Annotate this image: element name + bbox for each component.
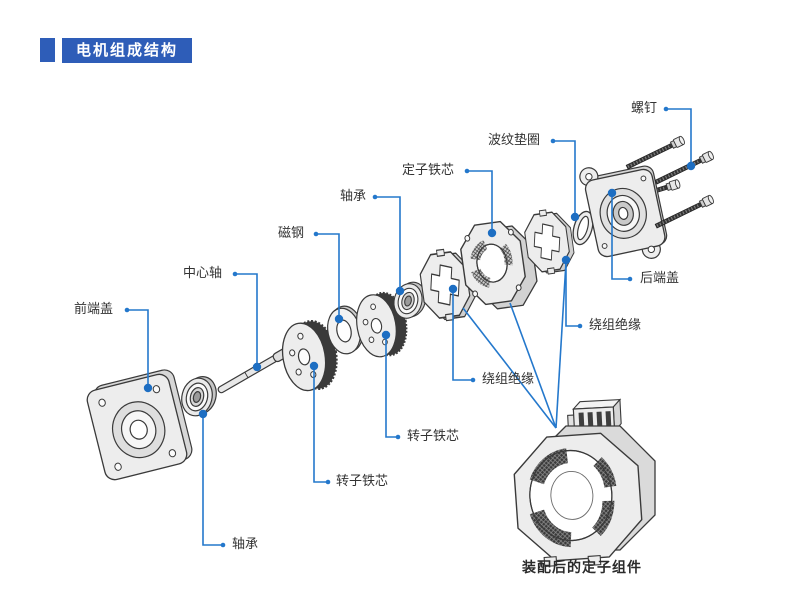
- screw-drawing-4: [652, 193, 717, 232]
- label-bearing-top: 轴承: [340, 189, 367, 204]
- label-rotor-core-upper: 转子铁芯: [407, 429, 460, 444]
- screw-drawing-1: [623, 134, 688, 173]
- connector-center-shaft: [235, 273, 258, 367]
- rear-end-cover-drawing: [579, 165, 668, 259]
- connector-block: [567, 398, 622, 434]
- connector-front-cover: [127, 309, 149, 388]
- connector-rear-cover: [611, 193, 630, 280]
- connector-rotor-lower: [313, 366, 328, 483]
- label-front-end-cover: 前端盖: [74, 302, 114, 317]
- assembled-stator-drawing: [513, 398, 656, 568]
- page-title: 电机组成结构: [62, 38, 193, 63]
- anchor-dots: [143, 161, 696, 419]
- label-winding-insulation-right: 绕组绝缘: [589, 318, 642, 333]
- connector-bearing-bottom: [202, 414, 223, 546]
- connector-winding-left: [452, 289, 473, 381]
- label-dots: [124, 106, 669, 548]
- label-winding-insulation-left: 绕组绝缘: [482, 372, 535, 387]
- connector-magnet: [316, 233, 340, 319]
- label-rear-end-cover: 后端盖: [640, 271, 680, 286]
- assembled-stator-caption: 装配后的定子组件: [522, 560, 642, 576]
- title-accent-square: [40, 38, 55, 62]
- connector-stator-core: [467, 170, 493, 233]
- connector-screw: [666, 108, 692, 166]
- label-center-shaft: 中心轴: [183, 266, 223, 281]
- label-stator-core: 定子铁芯: [402, 163, 455, 178]
- label-screw: 螺钉: [631, 101, 658, 116]
- connector-rotor-upper: [385, 335, 398, 438]
- label-magnet-steel: 磁钢: [278, 226, 305, 241]
- connector-bearing-top: [375, 196, 401, 291]
- stator-core-drawing: [460, 220, 538, 310]
- screw-drawing-2: [652, 149, 717, 188]
- connector-wave-washer: [553, 140, 576, 217]
- label-wave-washer: 波纹垫圈: [488, 133, 541, 148]
- connector-winding-right: [565, 260, 580, 327]
- front-end-cover-drawing: [86, 369, 193, 481]
- label-bearing-bottom: 轴承: [232, 537, 259, 552]
- connector-assembled-stator: [462, 261, 567, 429]
- label-rotor-core-lower: 转子铁芯: [336, 474, 389, 489]
